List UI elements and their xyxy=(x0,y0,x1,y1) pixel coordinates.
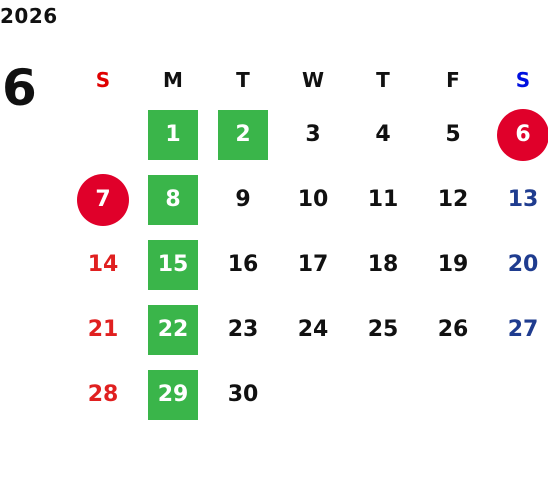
day-number: 9 xyxy=(235,187,251,212)
day-cell[interactable]: 28 xyxy=(68,362,138,427)
calendar-year: 2026 xyxy=(0,4,58,28)
day-cell[interactable]: 15 xyxy=(138,232,208,297)
day-cell xyxy=(488,362,548,427)
day-cell[interactable]: 19 xyxy=(418,232,488,297)
day-cell[interactable]: 23 xyxy=(208,297,278,362)
day-cell[interactable]: 18 xyxy=(348,232,418,297)
day-number: 16 xyxy=(227,252,259,277)
day-cell[interactable]: 20 xyxy=(488,232,548,297)
day-number xyxy=(77,110,129,160)
day-cell[interactable]: 2 xyxy=(208,102,278,167)
day-cell[interactable]: 8 xyxy=(138,167,208,232)
day-number: 25 xyxy=(367,317,399,342)
day-number: 8 xyxy=(148,174,198,225)
day-number: 4 xyxy=(375,122,391,147)
weekday-header-2: T xyxy=(236,68,250,92)
day-number: 14 xyxy=(87,252,119,277)
day-number: 7 xyxy=(77,173,129,226)
day-cell[interactable]: 10 xyxy=(278,167,348,232)
day-number: 5 xyxy=(445,122,461,147)
day-number xyxy=(357,370,409,420)
day-cell xyxy=(278,362,348,427)
day-number: 24 xyxy=(297,317,329,342)
day-number: 6 xyxy=(497,108,548,161)
day-cell[interactable]: 16 xyxy=(208,232,278,297)
day-number: 20 xyxy=(507,252,539,277)
day-number: 15 xyxy=(148,239,198,290)
day-cell[interactable]: 30 xyxy=(208,362,278,427)
day-number: 26 xyxy=(437,317,469,342)
calendar-month: 6 xyxy=(2,59,37,117)
day-number: 11 xyxy=(367,187,399,212)
day-cell xyxy=(418,362,488,427)
day-number: 29 xyxy=(148,369,198,420)
day-number: 18 xyxy=(367,252,399,277)
day-cell[interactable]: 7 xyxy=(68,167,138,232)
day-number: 17 xyxy=(297,252,329,277)
day-number: 27 xyxy=(507,317,539,342)
day-cell[interactable]: 11 xyxy=(348,167,418,232)
day-cell[interactable]: 5 xyxy=(418,102,488,167)
day-number xyxy=(287,370,339,420)
weekday-header-1: M xyxy=(163,68,183,92)
day-cell[interactable]: 24 xyxy=(278,297,348,362)
day-cell[interactable]: 13 xyxy=(488,167,548,232)
day-cell[interactable]: 27 xyxy=(488,297,548,362)
day-cell[interactable]: 1 xyxy=(138,102,208,167)
day-cell[interactable]: 22 xyxy=(138,297,208,362)
day-cell[interactable]: 4 xyxy=(348,102,418,167)
day-cell[interactable]: 12 xyxy=(418,167,488,232)
day-cell[interactable]: 17 xyxy=(278,232,348,297)
day-number: 23 xyxy=(227,317,259,342)
day-number: 22 xyxy=(148,304,198,355)
day-number: 1 xyxy=(148,109,198,160)
day-cell[interactable]: 29 xyxy=(138,362,208,427)
day-number: 21 xyxy=(87,317,119,342)
weekday-header-0: S xyxy=(95,68,111,92)
day-number xyxy=(497,370,548,420)
day-cell[interactable]: 14 xyxy=(68,232,138,297)
day-number: 3 xyxy=(305,122,321,147)
day-cell[interactable]: 26 xyxy=(418,297,488,362)
day-number: 19 xyxy=(437,252,469,277)
day-cell xyxy=(68,102,138,167)
day-cell[interactable]: 25 xyxy=(348,297,418,362)
day-number xyxy=(427,370,479,420)
day-cell[interactable]: 6 xyxy=(488,102,548,167)
weekday-header-5: F xyxy=(446,68,460,92)
day-number: 2 xyxy=(218,109,268,160)
day-number: 10 xyxy=(297,187,329,212)
weekday-header-3: W xyxy=(301,68,325,92)
day-number: 12 xyxy=(437,187,469,212)
day-number: 28 xyxy=(87,382,119,407)
weekday-header-6: S xyxy=(515,68,531,92)
day-cell xyxy=(348,362,418,427)
weekday-header-4: T xyxy=(376,68,390,92)
day-number: 13 xyxy=(507,187,539,212)
day-cell[interactable]: 21 xyxy=(68,297,138,362)
day-number: 30 xyxy=(227,382,259,407)
day-cell[interactable]: 3 xyxy=(278,102,348,167)
day-cell[interactable]: 9 xyxy=(208,167,278,232)
